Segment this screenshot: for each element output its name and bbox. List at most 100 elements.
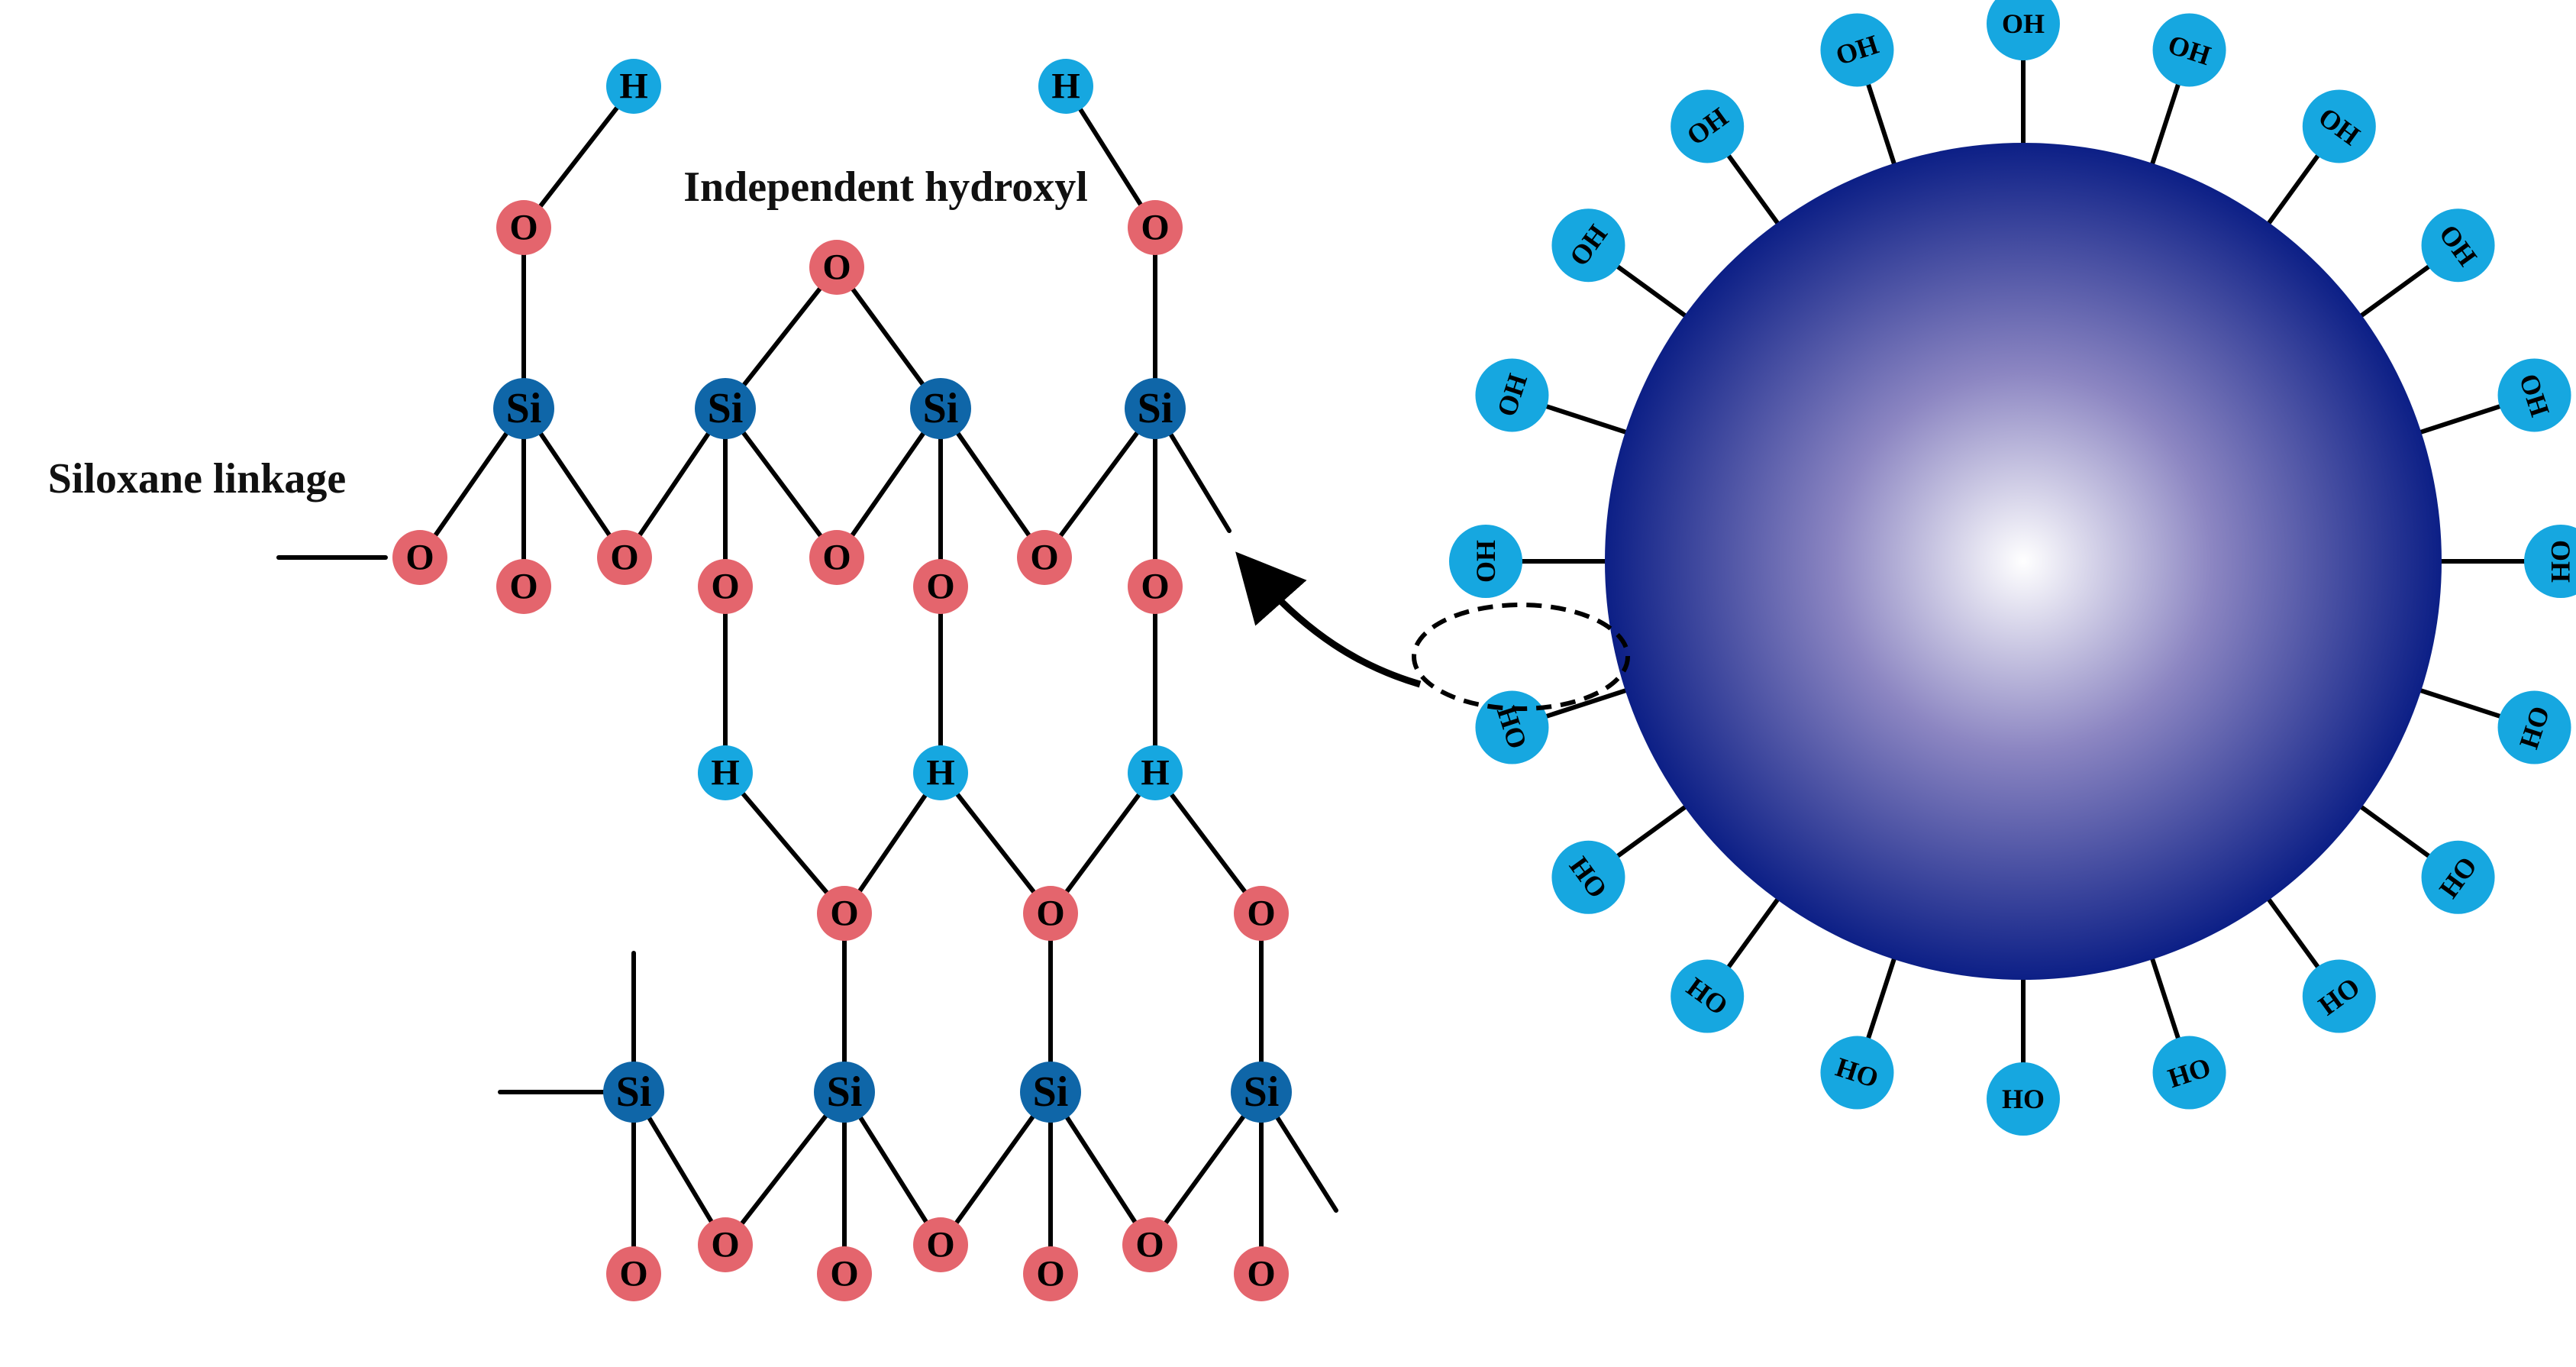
surface-hydroxyl-group	[1987, 0, 2060, 60]
oxygen-atom	[817, 1246, 872, 1301]
oxygen-atom	[1128, 200, 1183, 255]
bond	[842, 771, 943, 916]
bond	[1048, 771, 1157, 916]
oxygen-atom-symbol: O	[1135, 1225, 1164, 1265]
bond	[938, 771, 1053, 916]
surface-hydroxyl-group	[1551, 840, 1625, 914]
sphere-hydroxyl-stems	[1519, 57, 2527, 1065]
silicon-atom	[603, 1062, 664, 1123]
oxygen-atom-symbol: O	[509, 208, 537, 248]
oxygen-atom	[606, 1246, 661, 1301]
hydroxyl-stem	[2262, 892, 2322, 971]
surface-hydroxyl-label: HO	[2002, 1084, 2045, 1114]
highlighted-hydroxyl-ellipse	[1412, 603, 1630, 711]
oxygen-atom	[1234, 1246, 1289, 1301]
bond	[1064, 84, 1157, 230]
oxygen-atom-symbol: O	[1247, 894, 1275, 934]
surface-hydroxyl-group	[2421, 840, 2495, 914]
hydrogen-atom	[1038, 59, 1093, 114]
oxygen-atom	[597, 530, 652, 585]
silicon-atom	[1020, 1062, 1081, 1123]
oxygen-atom	[698, 559, 753, 614]
hydroxyl-stem	[2354, 800, 2432, 860]
highlight-arrow	[1235, 551, 1422, 688]
oxygen-atom-symbol: O	[1141, 208, 1169, 248]
hydroxyl-stem	[1543, 403, 1634, 437]
hydrogen-atom	[698, 745, 753, 800]
silicon-atom-symbol: Si	[1138, 385, 1173, 432]
hydroxyl-stem	[2148, 951, 2181, 1042]
bond	[1042, 406, 1157, 560]
oxygen-atom	[913, 559, 968, 614]
oxygen-atom	[809, 530, 864, 585]
independent-hydroxyl-label: Independent hydroxyl	[683, 163, 1088, 211]
hydroxyl-stem	[1865, 951, 1899, 1042]
oxygen-atom-symbol: O	[610, 538, 638, 578]
oxygen-atom	[913, 1217, 968, 1272]
oxygen-atom	[496, 200, 551, 255]
oxygen-atom	[1122, 1217, 1177, 1272]
hydroxyl-stem	[2262, 152, 2322, 231]
surface-hydroxyl-group	[1671, 89, 1745, 163]
hydroxyl-stem	[2148, 81, 2181, 172]
oxygen-atom-symbol: O	[830, 894, 858, 934]
hydrogen-atom-symbol: H	[619, 66, 647, 107]
surface-hydroxyl-group	[2497, 358, 2571, 432]
oxygen-atom	[809, 240, 864, 295]
surface-hydroxyl-group	[1820, 1036, 1894, 1110]
hydroxyl-stem	[1865, 81, 1899, 172]
oxygen-atom	[392, 530, 447, 585]
hydroxyl-stem	[1543, 686, 1634, 719]
oxygen-atom-symbol: O	[711, 1225, 739, 1265]
silicon-atom-symbol: Si	[1033, 1068, 1069, 1116]
oxygen-atom	[1128, 559, 1183, 614]
hydrogen-atom	[1128, 745, 1183, 800]
oxygen-atom-symbol: O	[619, 1254, 647, 1294]
bond	[723, 406, 839, 560]
surface-hydroxyl-group	[2302, 89, 2376, 163]
silicon-atom-symbol: Si	[506, 385, 542, 432]
oxygen-atom-symbol: O	[822, 247, 851, 288]
hydrogen-atom	[913, 745, 968, 800]
surface-hydroxyl-group	[2152, 1036, 2226, 1110]
oxygen-atom-symbol: O	[1036, 894, 1064, 934]
surface-hydroxyl-group	[1551, 208, 1625, 283]
bond	[938, 1090, 1053, 1247]
surface-hydroxyl-group	[2524, 525, 2576, 598]
silicon-atom-symbol: Si	[1244, 1068, 1280, 1116]
hydrogen-atom-symbol: H	[1141, 753, 1169, 793]
bond	[1153, 771, 1264, 916]
hydroxyl-stem	[1614, 800, 1693, 860]
hydrogen-atom-symbol: H	[711, 753, 739, 793]
oxygen-atom-symbol: O	[711, 567, 739, 607]
silicon-atom	[695, 378, 756, 439]
silicon-atom	[493, 378, 554, 439]
hydrogen-atom	[606, 59, 661, 114]
bond-lines	[276, 84, 1338, 1276]
surface-hydroxyl-label: OH	[2002, 8, 2045, 39]
oxygen-atom	[1234, 886, 1289, 941]
silicon-atom	[1125, 378, 1186, 439]
oxygen-atom-symbol: O	[1036, 1254, 1064, 1294]
silicon-atom	[1231, 1062, 1292, 1123]
surface-hydroxyl-group	[2497, 690, 2571, 764]
oxygen-atom-symbol: O	[1030, 538, 1058, 578]
oxygen-atom	[817, 886, 872, 941]
surface-hydroxyl-label: OH	[1470, 540, 1501, 583]
surface-hydroxyl-group	[1475, 358, 1549, 432]
surface-hydroxyl-group	[1449, 525, 1522, 598]
surface-hydroxyl-group	[1987, 1062, 2060, 1136]
oxygen-atom	[1023, 1246, 1078, 1301]
oxygen-atom	[496, 559, 551, 614]
hydroxyl-stem	[2413, 403, 2503, 437]
bond	[521, 84, 636, 230]
oxygen-atom	[1023, 886, 1078, 941]
silica-nanoparticle	[1605, 143, 2442, 980]
surface-hydroxyl-group	[1671, 959, 1745, 1033]
silicon-atom-symbol: Si	[708, 385, 744, 432]
oxygen-atom-symbol: O	[1141, 567, 1169, 607]
